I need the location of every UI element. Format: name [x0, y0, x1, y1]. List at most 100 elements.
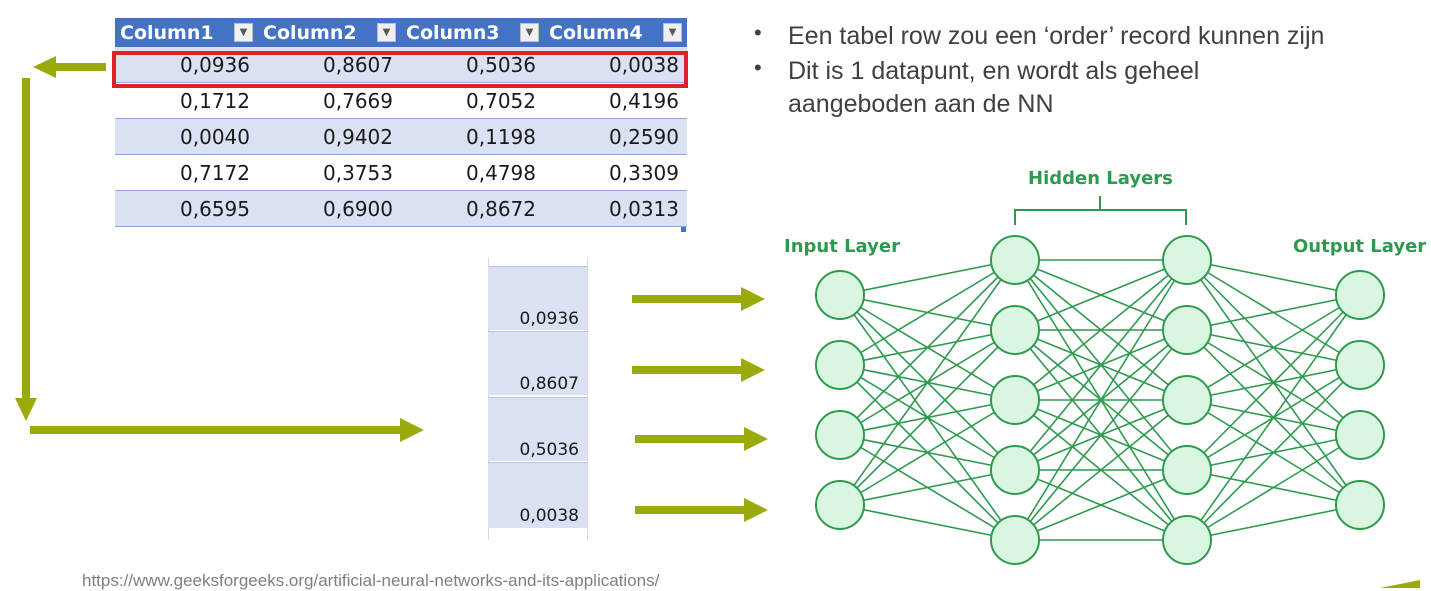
chevron-down-icon[interactable]: ▼ [234, 23, 253, 42]
column-cell-bg [488, 397, 587, 461]
hidden-node [1162, 445, 1212, 495]
input-node [815, 270, 865, 320]
table-cell[interactable]: 0,0040 [180, 124, 250, 149]
bullet-text: Dit is 1 datapunt, en wordt als geheel [788, 57, 1200, 85]
network-edge [839, 259, 1016, 436]
network-edge [1014, 399, 1188, 541]
table-row[interactable]: 0,6595 0,6900 0,8672 0,0313 [115, 191, 687, 227]
table-row[interactable]: 0,1712 0,7669 0,7052 0,4196 [115, 83, 687, 119]
chevron-down-icon[interactable]: ▼ [520, 23, 539, 42]
column-value[interactable]: 0,5036 [519, 440, 579, 460]
table-cell[interactable]: 0,2590 [609, 124, 679, 149]
bullet-text: aangeboden aan de NN [788, 90, 1054, 118]
table-header-row: Column1 ▼ Column2 ▼ Column3▼ Column4 ▼ [115, 18, 687, 47]
network-edge [1186, 504, 1361, 541]
output-node [1335, 410, 1385, 460]
column-header[interactable]: Column2 ▼ [258, 18, 401, 47]
hidden-node [1162, 375, 1212, 425]
input-arrow-head [741, 287, 765, 311]
hidden-layers-bracket [1014, 196, 1187, 225]
column-value[interactable]: 0,8607 [519, 374, 579, 394]
column-value[interactable]: 0,0038 [519, 506, 579, 526]
table-cell[interactable]: 0,4196 [609, 88, 679, 113]
table-cell[interactable]: 0,8672 [466, 196, 536, 221]
column-header-label: Column2 [263, 21, 357, 44]
table-cell[interactable]: 0,4798 [466, 160, 536, 185]
column-cell-bg [488, 462, 587, 528]
table-cell[interactable]: 0,3753 [323, 160, 393, 185]
network-edge [1014, 259, 1188, 331]
network-edge [1014, 329, 1188, 541]
table-cell[interactable]: 0,6595 [180, 196, 250, 221]
connector-segment [30, 426, 402, 434]
table-cell[interactable]: 0,9402 [323, 124, 393, 149]
source-link[interactable]: https://www.geeksforgeeks.org/artificial… [82, 571, 660, 590]
input-node [815, 410, 865, 460]
table-cell[interactable]: 0,0936 [180, 52, 250, 77]
input-arrow-shaft [632, 295, 744, 303]
input-layer-label: Input Layer [784, 236, 900, 257]
chevron-down-icon[interactable]: ▼ [377, 23, 396, 42]
network-edge [1186, 294, 1361, 541]
network-edge [1014, 469, 1188, 541]
table-cell[interactable]: 0,3309 [609, 160, 679, 185]
table-cell[interactable]: 0,5036 [466, 52, 536, 77]
hidden-node [1162, 305, 1212, 355]
hidden-node [990, 445, 1040, 495]
column-header[interactable]: Column4 ▼ [544, 18, 687, 47]
hidden-node [1162, 235, 1212, 285]
hidden-node [1162, 515, 1212, 565]
arrow-head-right [400, 418, 424, 442]
network-edge [1014, 259, 1188, 471]
table-row[interactable]: 0,0040 0,9402 0,1198 0,2590 [115, 119, 687, 155]
arrow-head-down [15, 398, 37, 421]
arrow-fragment [1380, 580, 1420, 588]
hidden-node [990, 375, 1040, 425]
table-cell[interactable]: 0,7669 [323, 88, 393, 113]
input-arrow-shaft [635, 506, 747, 514]
network-edge [839, 329, 1016, 506]
network-edge [1014, 259, 1188, 401]
table-cell[interactable]: 0,8607 [323, 52, 393, 77]
arrow-head-left [33, 56, 56, 78]
column-header-label: Column1 [120, 21, 214, 44]
table-cell[interactable]: 0,1712 [180, 88, 250, 113]
column-header[interactable]: Column3▼ [401, 18, 544, 47]
network-edge [839, 259, 1016, 296]
network-edge [839, 399, 1016, 506]
input-arrow-shaft [632, 366, 744, 374]
table-cell[interactable]: 0,0038 [609, 52, 679, 77]
table-cell[interactable]: 0,6900 [323, 196, 393, 221]
chevron-down-icon[interactable]: ▼ [663, 23, 682, 42]
column-cell-bg [488, 266, 587, 330]
output-node [1335, 270, 1385, 320]
input-arrow-head [741, 358, 765, 382]
column-header-label: Column4 [549, 21, 643, 44]
table-row[interactable]: 0,7172 0,3753 0,4798 0,3309 [115, 155, 687, 191]
network-edge [1186, 259, 1361, 296]
table-cell[interactable]: 0,1198 [466, 124, 536, 149]
network-nodes [815, 235, 1385, 565]
input-arrow-shaft [635, 435, 747, 443]
network-edge [1186, 294, 1361, 471]
input-node [815, 340, 865, 390]
hidden-layers-label: Hidden Layers [1028, 168, 1173, 189]
table-cell[interactable]: 0,0313 [609, 196, 679, 221]
column-cell-bg [488, 331, 587, 395]
table-cell[interactable]: 0,7172 [180, 160, 250, 185]
input-arrow-head [744, 498, 768, 522]
table-cell[interactable]: 0,7052 [466, 88, 536, 113]
network-edge [1186, 364, 1361, 541]
bullet-text: Een tabel row zou een ‘order’ record kun… [788, 22, 1325, 50]
output-layer-label: Output Layer [1293, 236, 1427, 257]
input-node [815, 480, 865, 530]
network-edge [1186, 294, 1361, 401]
column-value[interactable]: 0,0936 [519, 309, 579, 329]
table-resize-handle[interactable] [681, 227, 686, 232]
network-connections [839, 259, 1361, 541]
output-node [1335, 340, 1385, 390]
row-highlight [112, 51, 688, 88]
column-header[interactable]: Column1 ▼ [115, 18, 258, 47]
